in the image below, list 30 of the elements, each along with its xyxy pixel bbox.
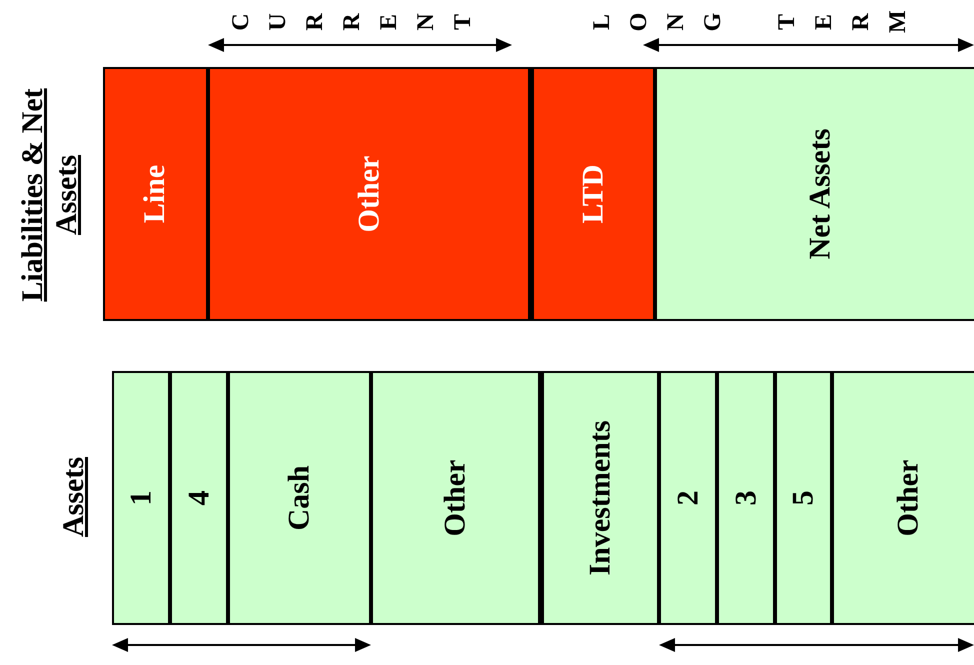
range-heading: LONG TERM: [591, 9, 909, 35]
segment-box: [208, 67, 530, 321]
segment-label: Other: [354, 156, 384, 232]
segment-box: [112, 371, 170, 625]
segment-box: [540, 371, 659, 625]
section-heading: Assets: [57, 456, 91, 539]
segment-box: [170, 371, 228, 625]
segment-label: 4: [184, 490, 214, 506]
segment-box: [655, 67, 974, 321]
segment-box: [717, 371, 775, 625]
segment-label: 1: [126, 490, 156, 506]
segment-box: [775, 371, 832, 625]
segment-box: [103, 67, 208, 321]
segment-box: [371, 371, 540, 625]
segment-label: LTD: [578, 164, 608, 224]
segment-label: 2: [673, 490, 703, 506]
segment-box: [530, 67, 655, 321]
segment-label: Other: [894, 460, 924, 536]
segment-box: [832, 371, 974, 625]
segment-label: 3: [731, 490, 761, 506]
segment-label: Investments: [586, 420, 616, 576]
segment-box: [228, 371, 371, 625]
segment-label: Cash: [284, 465, 314, 531]
segment-label: 5: [788, 490, 818, 506]
segment-label: Line: [140, 164, 170, 224]
range-heading: CURRENT: [230, 12, 474, 33]
segment-box: [659, 371, 717, 625]
segment-label: Net Assets: [805, 128, 835, 260]
section-heading: Liabilities & Net Assets: [16, 87, 84, 304]
segment-label: Other: [440, 460, 470, 536]
